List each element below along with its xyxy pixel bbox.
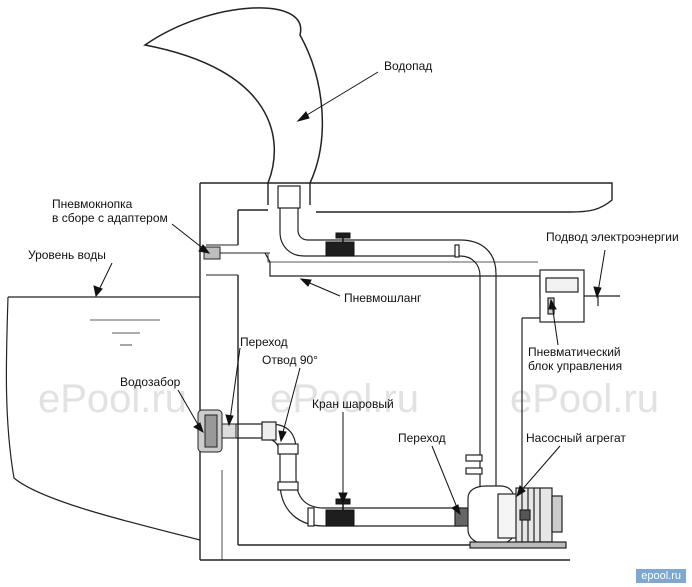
pneumo-button-adapter	[203, 246, 270, 260]
watermark-center: ePool.ru	[270, 377, 419, 421]
transition-top-pointer	[225, 347, 241, 427]
lower-ball-valve	[325, 498, 355, 527]
watermark-right: ePool.ru	[510, 377, 659, 421]
intake-fitting	[197, 409, 237, 453]
lower-pipe	[236, 421, 470, 527]
label-pneumo-unit-line2: блок управления	[528, 359, 622, 373]
label-intake: Водозабор	[120, 375, 181, 389]
label-pneumo-button-line1: Пневмокнопка	[52, 197, 133, 211]
corner-badge: epool.ru	[636, 569, 686, 583]
pool-water	[5, 296, 201, 541]
deck-slab	[267, 182, 613, 213]
pneumatic-control-unit	[521, 269, 620, 490]
waterfall-crescent	[143, 7, 324, 184]
pneumo-hose-pointer	[299, 278, 341, 297]
transition-bottom-pointer	[431, 445, 461, 516]
pump-pointer	[516, 445, 561, 498]
pump-unit	[467, 485, 567, 549]
label-ball-valve: Кран шаровый	[312, 397, 394, 411]
power-pointer	[593, 249, 606, 299]
label-transition-top: Переход	[240, 335, 288, 349]
label-transition-bottom: Переход	[398, 431, 446, 445]
pneumatic-unit-pointer	[548, 298, 559, 346]
label-pneumo-unit-line1: Пневматический	[528, 345, 621, 359]
water-level-pointer	[93, 262, 113, 298]
pneumo-button-pointer	[171, 223, 211, 254]
label-pump-unit: Насосный агрегат	[526, 431, 626, 445]
label-elbow-90: Отвод 90°	[262, 353, 318, 367]
upper-ball-valve	[325, 232, 355, 257]
label-water-level: Уровень воды	[28, 248, 106, 262]
label-pneumo-button-line2: в сборе с адаптером	[52, 211, 168, 225]
upper-pipe	[277, 185, 497, 505]
label-waterfall: Водопад	[384, 59, 432, 73]
intake-pointer	[177, 389, 204, 434]
label-pneumo-hose: Пневмошланг	[344, 291, 422, 305]
watermark-left: ePool.ru	[38, 377, 187, 421]
ball-valve-pointer	[338, 412, 348, 504]
elbow-pointer	[278, 367, 301, 443]
waterfall-pointer	[296, 71, 379, 122]
label-power-supply: Подвод электроэнергии	[546, 230, 679, 244]
